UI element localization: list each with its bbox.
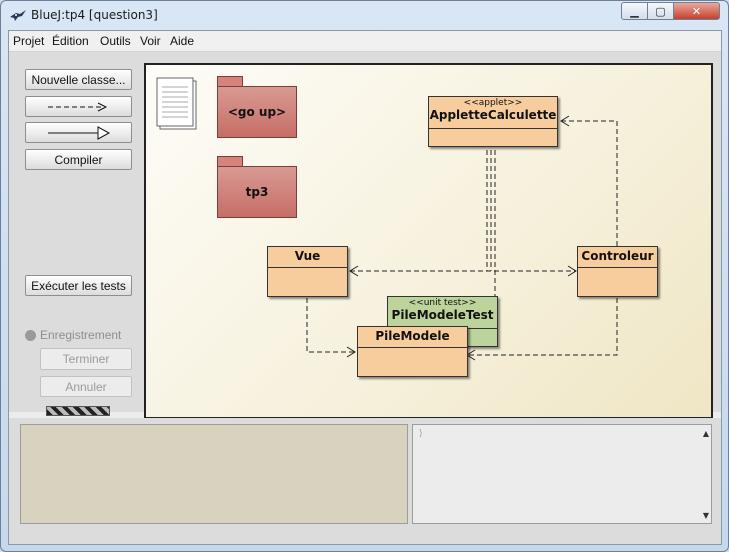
menu-outils[interactable]: Outils — [100, 34, 131, 48]
scroll-up-icon[interactable]: ▲ — [702, 429, 709, 438]
maximize-icon: ▢ — [655, 4, 666, 18]
codepad-caret-icon: ⟩ — [419, 429, 423, 439]
readme-document-icon[interactable] — [156, 77, 202, 132]
minimize-button[interactable]: ▁ — [621, 2, 648, 20]
package-tab — [217, 156, 243, 166]
class-pilemodele[interactable]: PileModele — [357, 326, 468, 377]
class-name: PileModeleTest — [391, 308, 494, 322]
cancel-button[interactable]: Annuler — [40, 376, 132, 397]
client-area: Projet Édition Outils Voir Aide Nouvelle… — [8, 30, 722, 545]
compile-button[interactable]: Compiler — [25, 149, 132, 170]
class-name: AppletteCalculette — [429, 108, 557, 122]
recording-indicator — [25, 330, 36, 341]
package-label: <go up> — [217, 86, 297, 138]
class-name: Controleur — [581, 249, 654, 263]
class-header: PileModele — [358, 327, 467, 348]
scroll-down-icon[interactable]: ▼ — [702, 511, 709, 520]
finish-button[interactable]: Terminer — [40, 348, 132, 370]
dependency-arrow-button[interactable] — [25, 96, 132, 117]
code-pad[interactable]: ⟩ ▲ ▼ — [412, 424, 712, 524]
class-name: PileModele — [375, 329, 450, 343]
class-name: Vue — [294, 249, 321, 263]
menu-projet[interactable]: Projet — [13, 34, 45, 48]
bottom-area: ⟩ ▲ ▼ — [9, 418, 721, 544]
new-class-button[interactable]: Nouvelle classe... — [25, 69, 132, 90]
package-label: tp3 — [217, 166, 297, 218]
class-header: Controleur — [578, 247, 657, 268]
class-header: Vue — [268, 247, 347, 268]
dependency-arrow-icon — [47, 102, 107, 111]
menu-voir[interactable]: Voir — [140, 34, 161, 48]
class-diagram-canvas[interactable]: <go up> tp3 — [144, 63, 713, 419]
close-icon: ✕ — [691, 4, 702, 18]
run-tests-button[interactable]: Exécuter les tests — [25, 275, 132, 296]
close-button[interactable]: ✕ — [673, 2, 720, 20]
class-vue[interactable]: Vue — [267, 246, 348, 297]
menu-aide[interactable]: Aide — [170, 34, 195, 48]
class-applettecalculette[interactable]: <<applet>> AppletteCalculette — [428, 96, 558, 147]
package-tab — [217, 76, 243, 86]
minimize-icon: ▁ — [630, 4, 639, 18]
object-bench[interactable] — [20, 424, 408, 524]
inheritance-arrow-button[interactable] — [25, 122, 132, 143]
class-header: <<unit test>> PileModeleTest — [388, 297, 497, 329]
dependency-arrows — [306, 115, 618, 361]
class-stereotype: <<unit test>> — [408, 298, 477, 308]
menu-bar: Projet Édition Outils Voir Aide — [9, 31, 721, 52]
bluej-bird-icon — [10, 10, 26, 21]
inheritance-arrow-icon — [47, 125, 110, 140]
maximize-button[interactable]: ▢ — [647, 2, 674, 20]
title-bar: BlueJ:tp4 [question3] ▁ ▢ ✕ — [1, 1, 728, 31]
machine-activity-indicator — [46, 406, 110, 416]
class-stereotype: <<applet>> — [463, 98, 523, 108]
class-controleur[interactable]: Controleur — [577, 246, 658, 297]
class-header: <<applet>> AppletteCalculette — [429, 97, 557, 129]
menu-edition[interactable]: Édition — [52, 34, 89, 48]
window-title: BlueJ:tp4 [question3] — [31, 8, 158, 22]
recording-label: Enregistrement — [40, 328, 122, 342]
